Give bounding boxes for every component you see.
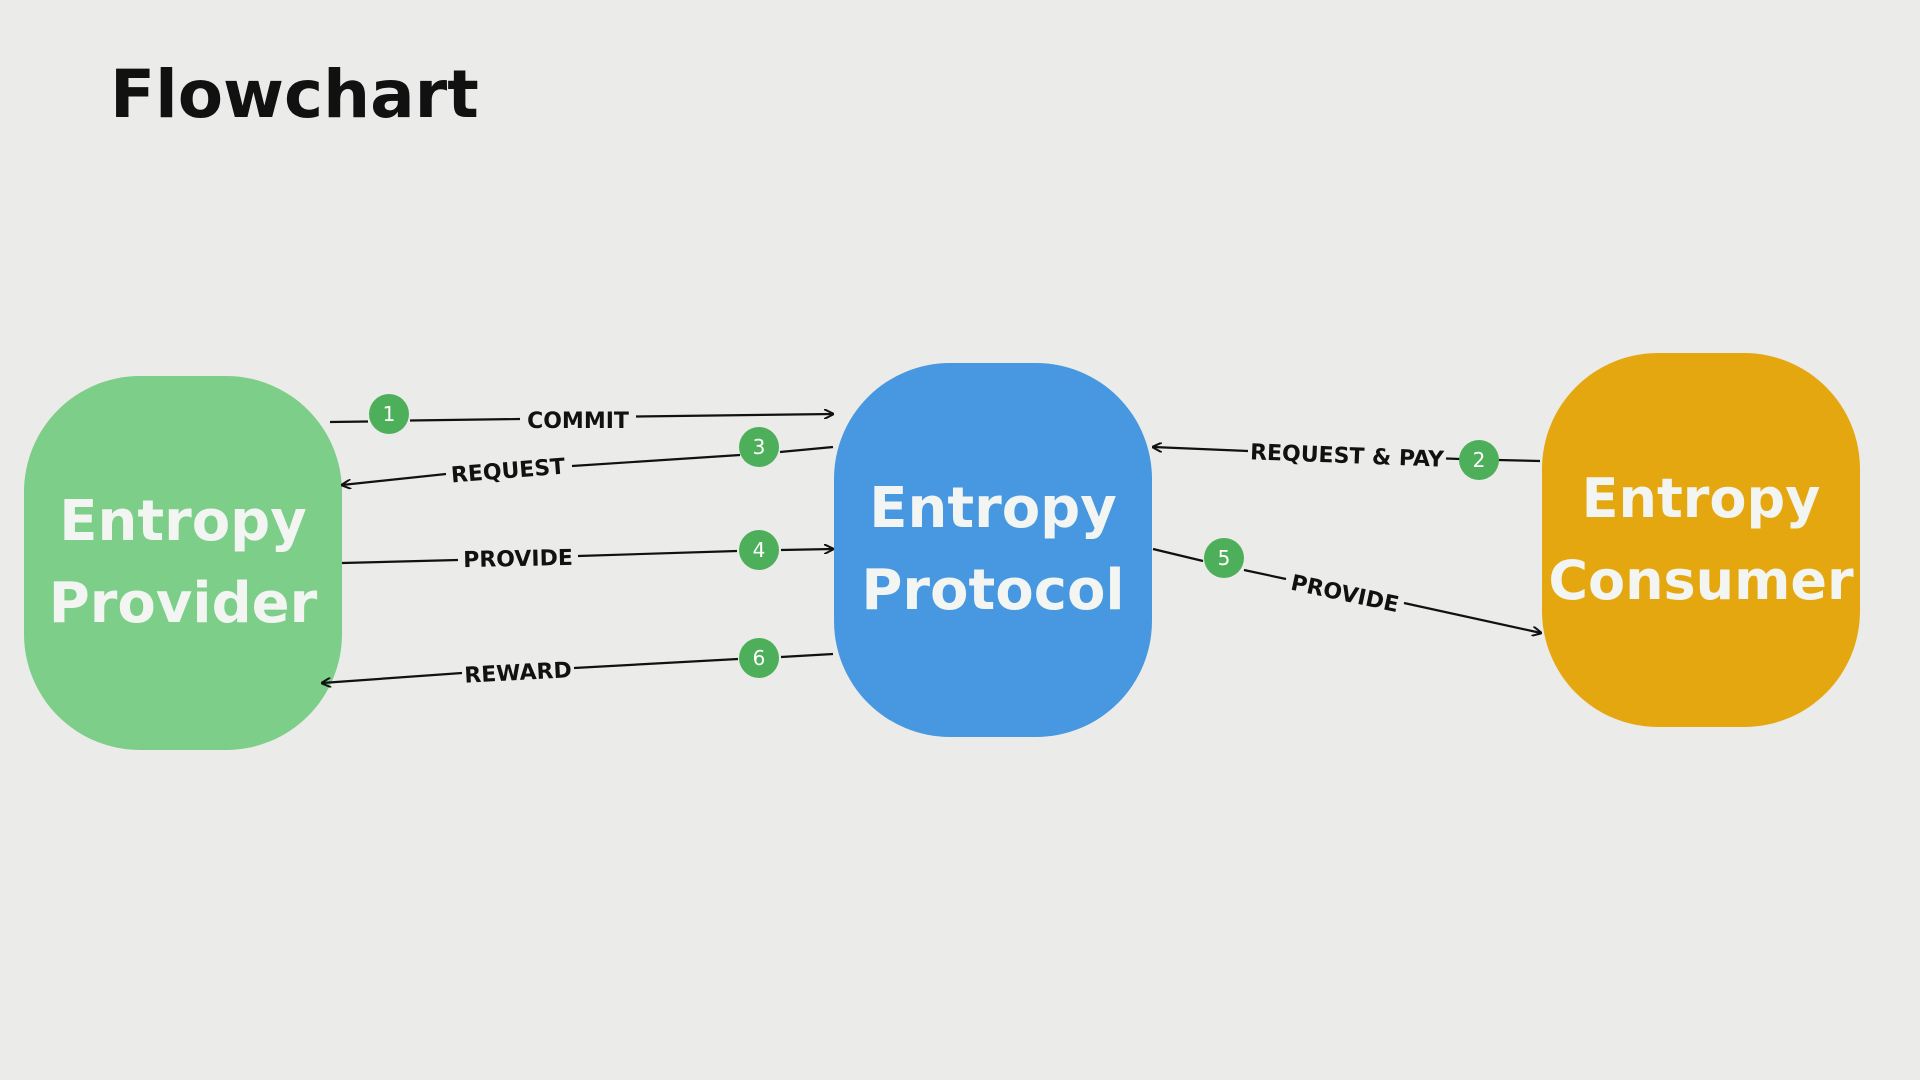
edge-line bbox=[329, 420, 369, 424]
edge-arrow bbox=[1403, 601, 1541, 633]
edge-line bbox=[341, 558, 459, 565]
edge-label: PROVIDE bbox=[1288, 571, 1400, 618]
edge-arrow bbox=[322, 671, 463, 683]
edge-arrow bbox=[342, 472, 447, 485]
edge-arrow bbox=[780, 549, 833, 550]
edge-label: REQUEST bbox=[450, 455, 566, 489]
step-badge bbox=[1459, 440, 1499, 480]
step-badge bbox=[739, 427, 779, 467]
step-number: 6 bbox=[753, 646, 766, 670]
step-number: 2 bbox=[1473, 448, 1486, 472]
step-number: 3 bbox=[753, 435, 766, 459]
edge-line bbox=[1497, 458, 1541, 463]
edge-label: PROVIDE bbox=[463, 546, 573, 573]
edge-provide-to-consumer: 5 PROVIDE bbox=[1152, 538, 1541, 633]
edge-line bbox=[409, 417, 521, 422]
entropy-protocol-node: Entropy Protocol bbox=[834, 363, 1152, 737]
edge-commit: 1 COMMIT bbox=[329, 394, 833, 434]
node-label-line: Consumer bbox=[1548, 549, 1854, 612]
edge-line bbox=[779, 445, 834, 454]
page-title: Flowchart bbox=[110, 56, 479, 133]
step-badge bbox=[369, 394, 409, 434]
edge-line bbox=[577, 549, 738, 558]
step-badge bbox=[739, 638, 779, 678]
node-label-line: Entropy bbox=[1581, 467, 1821, 530]
entropy-provider-node: Entropy Provider bbox=[24, 376, 342, 750]
step-badge bbox=[1204, 538, 1244, 578]
edge-line bbox=[780, 652, 834, 659]
node-label-line: Entropy bbox=[869, 476, 1117, 541]
edge-label: REQUEST & PAY bbox=[1250, 440, 1446, 472]
node-label-line: Entropy bbox=[59, 489, 307, 554]
edge-line bbox=[1243, 568, 1287, 581]
edge-label: COMMIT bbox=[527, 409, 629, 434]
edge-line bbox=[1445, 457, 1461, 461]
edge-arrow bbox=[1153, 447, 1249, 451]
step-number: 1 bbox=[383, 402, 396, 426]
edge-request-pay: 2 REQUEST & PAY bbox=[1153, 440, 1541, 480]
edge-line bbox=[573, 657, 739, 670]
step-number: 5 bbox=[1218, 546, 1231, 570]
edge-reward: 6 REWARD bbox=[322, 638, 834, 689]
step-badge bbox=[739, 530, 779, 570]
step-number: 4 bbox=[753, 538, 766, 562]
node-label-line: Protocol bbox=[861, 558, 1125, 623]
edge-provide-to-protocol: 4 PROVIDE bbox=[341, 530, 833, 573]
edge-line bbox=[1152, 547, 1204, 563]
edge-arrow bbox=[635, 414, 833, 417]
edge-request: 3 REQUEST bbox=[342, 427, 834, 489]
entropy-consumer-node: Entropy Consumer bbox=[1542, 353, 1860, 727]
edge-line bbox=[571, 453, 741, 468]
edge-label: REWARD bbox=[464, 658, 573, 689]
node-label-line: Provider bbox=[48, 571, 318, 636]
